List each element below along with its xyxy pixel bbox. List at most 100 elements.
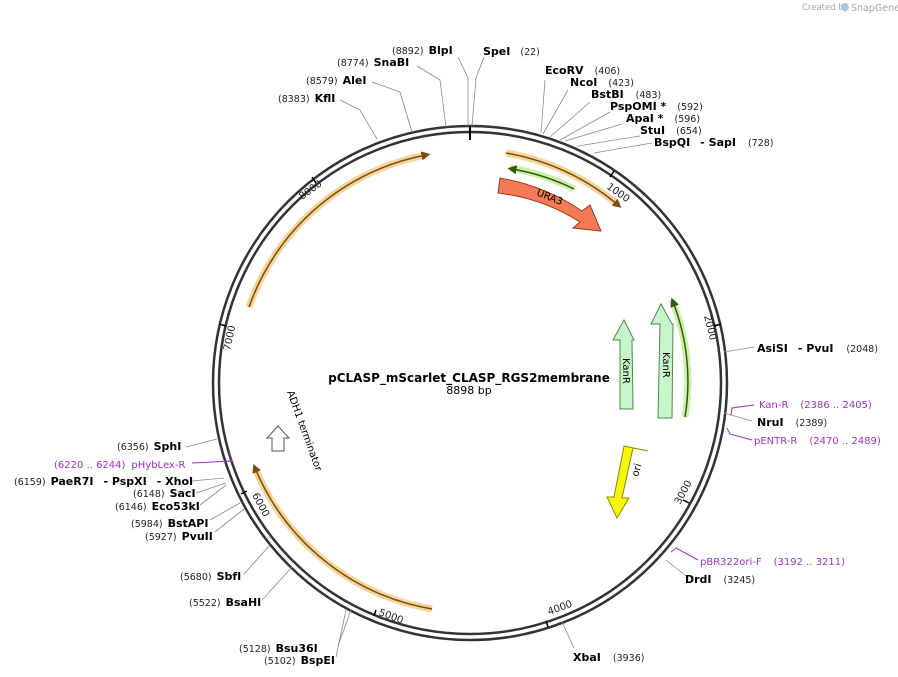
leader-stui [577, 135, 641, 147]
enzyme-leaders [185, 56, 755, 658]
leader-nrui [723, 412, 753, 422]
primer-line-phyblex-r [191, 452, 233, 464]
ruler-tick-4000 [545, 620, 549, 628]
ruler-tick-5000 [373, 609, 377, 617]
leader-sphi [185, 438, 218, 448]
primer-line-kan-r [730, 404, 755, 416]
leader-asisi [723, 346, 755, 353]
ruler-label-2000: 2000 [701, 314, 718, 341]
site-bspqi-sapi: BspQI- SapI(728) [654, 136, 774, 149]
leader-xbai [561, 621, 575, 649]
site-pvuii: (5927)PvuII [145, 530, 213, 543]
leader-spei [471, 56, 485, 127]
leader-pvuii [214, 508, 245, 533]
leader-bsahi [261, 566, 293, 601]
ruler-tick-1000 [609, 170, 615, 178]
primer-line-pbr322ori-f [670, 547, 699, 561]
site-blpi: (8892)BlpI [392, 44, 453, 57]
leader-ncoi [542, 89, 569, 135]
ruler-label-7000: 7000 [222, 324, 238, 351]
primer-labels: Kan-R(2386 .. 2405) pENTR-R(2470 .. 2489… [54, 400, 881, 568]
primer-pentr-r: pENTR-R(2470 .. 2489) [754, 436, 881, 447]
site-bstbi: BstBI(483) [591, 88, 661, 101]
credit-brand: SnapGene [851, 3, 898, 14]
ruler-tick-2000 [713, 323, 722, 327]
enzyme-labels: (8892)BlpI SpeI(22) (8774)SnaBI EcoRV(40… [14, 44, 878, 667]
feature-kanr-1 [612, 318, 635, 410]
credit-text: Created by [802, 3, 849, 13]
feature-ori [606, 445, 649, 520]
orange-arc-2 [505, 152, 622, 208]
site-alei: (8579)AleI [306, 74, 366, 87]
site-paer7i-pspxi-xhoi: (6159)PaeR7I- PspXI- XhoI [14, 475, 193, 488]
site-eco53ki: (6146)Eco53kI [115, 500, 200, 513]
site-drdi: DrdI(3245) [685, 573, 755, 586]
ruler-label-4000: 4000 [546, 599, 574, 618]
leader-sbfi [243, 544, 271, 575]
site-bsu36i: (5128)Bsu36I [239, 642, 318, 655]
primer-kan-r: Kan-R(2386 .. 2405) [759, 400, 872, 411]
backbone [211, 124, 729, 642]
plasmid-title: pCLASP_mScarlet_CLASP_RGS2membrane 8898 … [328, 371, 610, 397]
green-arc-2-glow [668, 298, 692, 418]
leader-alei [371, 81, 413, 133]
green-arc-1 [507, 165, 575, 190]
leader-paer7i [191, 477, 225, 482]
site-snabi: (8774)SnaBI [337, 56, 409, 69]
leader-bspei [335, 609, 347, 658]
leader-bstapi [209, 502, 241, 521]
plasmid-name: pCLASP_mScarlet_CLASP_RGS2membrane [328, 371, 610, 386]
feature-label-adh1-terminator: ADH1 terminator [284, 389, 324, 473]
ruler-tick-6000 [240, 490, 248, 495]
site-bspei: (5102)BspEI [264, 654, 335, 667]
site-sphi: (6356)SphI [117, 440, 181, 453]
features: URA3 KanR KanR ori ADH1 terminator [265, 177, 674, 520]
ruler-tick-8000 [311, 176, 317, 184]
ruler-tick-7000 [218, 323, 227, 327]
site-ecorv: EcoRV(406) [545, 64, 620, 77]
primer-pbr322ori-f: pBR322ori-F(3192 .. 3211) [700, 557, 845, 568]
green-arcs [507, 164, 692, 418]
orange-arc-1 [248, 151, 431, 308]
leader-eco53ki [199, 484, 227, 506]
leader-ecorv [540, 79, 546, 134]
orange-arc-1-glow [245, 151, 427, 309]
snapgene-credit: Created by SnapGene [802, 3, 898, 14]
site-apai: ApaI *(596) [626, 112, 700, 125]
orange-arc-3-glow [251, 466, 433, 613]
leader-apai [564, 123, 623, 142]
feature-label-kanr-2: KanR [660, 352, 671, 378]
site-asisi-pvui: AsiSI- PvuI(2048) [757, 342, 878, 355]
plasmid-length: 8898 bp [446, 384, 491, 397]
feature-kanr-2 [650, 302, 674, 419]
green-arc-2 [670, 297, 689, 418]
site-ncoi: NcoI(423) [570, 76, 634, 89]
leader-bstbi [549, 101, 591, 138]
leader-pspomi [559, 111, 611, 141]
leader-saci [195, 482, 227, 494]
site-bsahi: (5522)BsaHI [189, 596, 261, 609]
feature-label-kanr-1: KanR [620, 358, 631, 384]
site-saci: (6148)SacI [133, 487, 196, 500]
leader-snabi [416, 65, 447, 128]
primer-line-pentr-r [726, 427, 753, 441]
primer-leaders [191, 404, 755, 561]
primer-phyblex-r: (6220 .. 6244)pHybLex-R [54, 460, 185, 471]
site-bstapi: (5984)BstAPI [131, 517, 208, 530]
leader-bsu36i [337, 609, 352, 647]
site-spei: SpeI(22) [483, 45, 540, 58]
snapgene-logo-icon [841, 3, 849, 11]
feature-adh1-terminator [265, 425, 291, 452]
orange-arc-3 [252, 463, 433, 610]
leader-blpi [457, 56, 469, 126]
site-kfli: (8383)KflI [278, 92, 335, 105]
orange-arcs [245, 149, 622, 613]
site-sbfi: (5680)SbfI [180, 570, 241, 583]
site-xbai: XbaI(3936) [573, 651, 644, 664]
feature-label-ori: ori [630, 462, 644, 477]
site-nrui: NruI(2389) [757, 416, 827, 429]
ruler-tick-3000 [682, 499, 690, 504]
leader-bspqi [593, 142, 653, 154]
site-pspomi: PspOMI *(592) [610, 100, 703, 113]
